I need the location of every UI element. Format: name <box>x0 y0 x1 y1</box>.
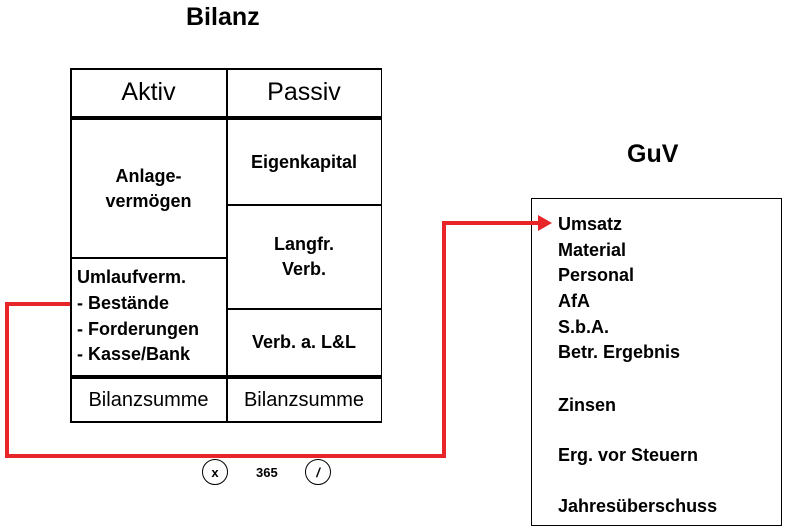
verb-ll-cell: Verb. a. L&L <box>251 331 357 352</box>
guv-item-sba: S.b.A. <box>558 317 610 337</box>
bilanzsumme-aktiv: Bilanzsumme <box>88 388 209 411</box>
bilanzsumme-passiv: Bilanzsumme <box>243 388 365 411</box>
aktiv-divider <box>70 257 227 259</box>
header-aktiv: Aktiv <box>121 78 176 106</box>
multiply-circle-icon: x <box>202 459 228 485</box>
eigenkapital-cell: Eigenkapital <box>250 151 358 172</box>
header-separator <box>70 116 382 120</box>
divide-circle-icon: / <box>305 459 331 485</box>
guv-item-personal: Personal <box>558 265 635 285</box>
guv-item-afa: AfA <box>558 291 590 311</box>
passiv-divider-1 <box>226 204 382 206</box>
guv-item-betr-ergebnis: Betr. Ergebnis <box>558 342 681 362</box>
langfr-line-1: Langfr. <box>273 233 334 254</box>
langfr-line-2: Verb. <box>281 258 327 279</box>
header-passiv: Passiv <box>267 78 341 106</box>
umlauf-line-4: - Kasse/Bank <box>77 344 191 364</box>
umlauf-line-3: - Forderungen <box>77 319 199 339</box>
langfr-verb-cell: Langfr. Verb. <box>227 205 381 308</box>
anlage-line-2: vermögen <box>105 190 192 211</box>
guv-item-erg-vor-steuern: Erg. vor Steuern <box>558 445 699 465</box>
guv-item-zinsen: Zinsen <box>558 395 617 415</box>
guv-item-material: Material <box>558 240 627 260</box>
anlagevermoegen-cell: Anlage- vermögen <box>71 120 226 257</box>
umlauf-line-1: Umlaufverm. <box>77 267 187 287</box>
bilanz-title: Bilanz <box>186 3 260 31</box>
guv-title: GuV <box>627 140 679 168</box>
anlage-line-1: Anlage- <box>115 165 182 186</box>
guv-item-umsatz: Umsatz <box>558 214 623 234</box>
guv-item-jahresueberschuss: Jahresüberschuss <box>558 496 718 516</box>
umlauf-line-2: - Bestände <box>77 293 170 313</box>
days-label: 365 <box>256 465 278 480</box>
